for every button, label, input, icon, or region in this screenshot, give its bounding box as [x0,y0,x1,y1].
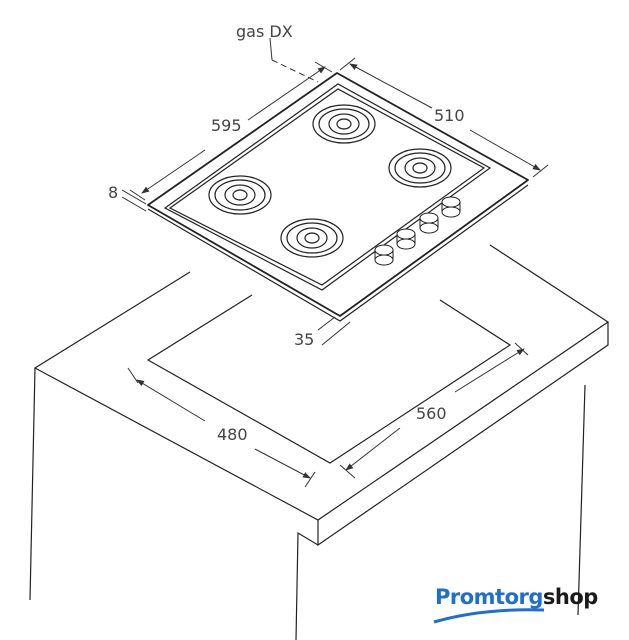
burner [208,175,272,215]
knob [374,244,394,266]
dimension-35 [317,316,351,346]
knobs [374,196,461,266]
dimension-480 [127,367,316,488]
label-gas: gas DX [236,22,293,41]
dimension-560 [339,342,529,479]
gas-connection-marker [269,37,319,83]
burners [208,104,452,258]
dimension-510 [339,57,549,178]
gas-hob [147,72,529,322]
burner [388,148,452,188]
promtorgshop-logo: Promtorgshop [435,585,598,609]
logo-swoosh [433,608,545,624]
burner [312,104,376,144]
countertop [29,244,610,640]
dimension-8 [121,189,147,212]
knob [396,228,416,250]
knob [441,196,461,218]
label-510: 510 [434,106,465,125]
burner [280,218,344,258]
knob [419,212,439,234]
label-35: 35 [294,330,314,349]
label-595: 595 [211,116,242,135]
dimension-595 [129,61,333,201]
label-8: 8 [108,183,118,202]
label-560: 560 [416,404,447,423]
label-480: 480 [217,425,248,444]
cutout [146,294,512,464]
